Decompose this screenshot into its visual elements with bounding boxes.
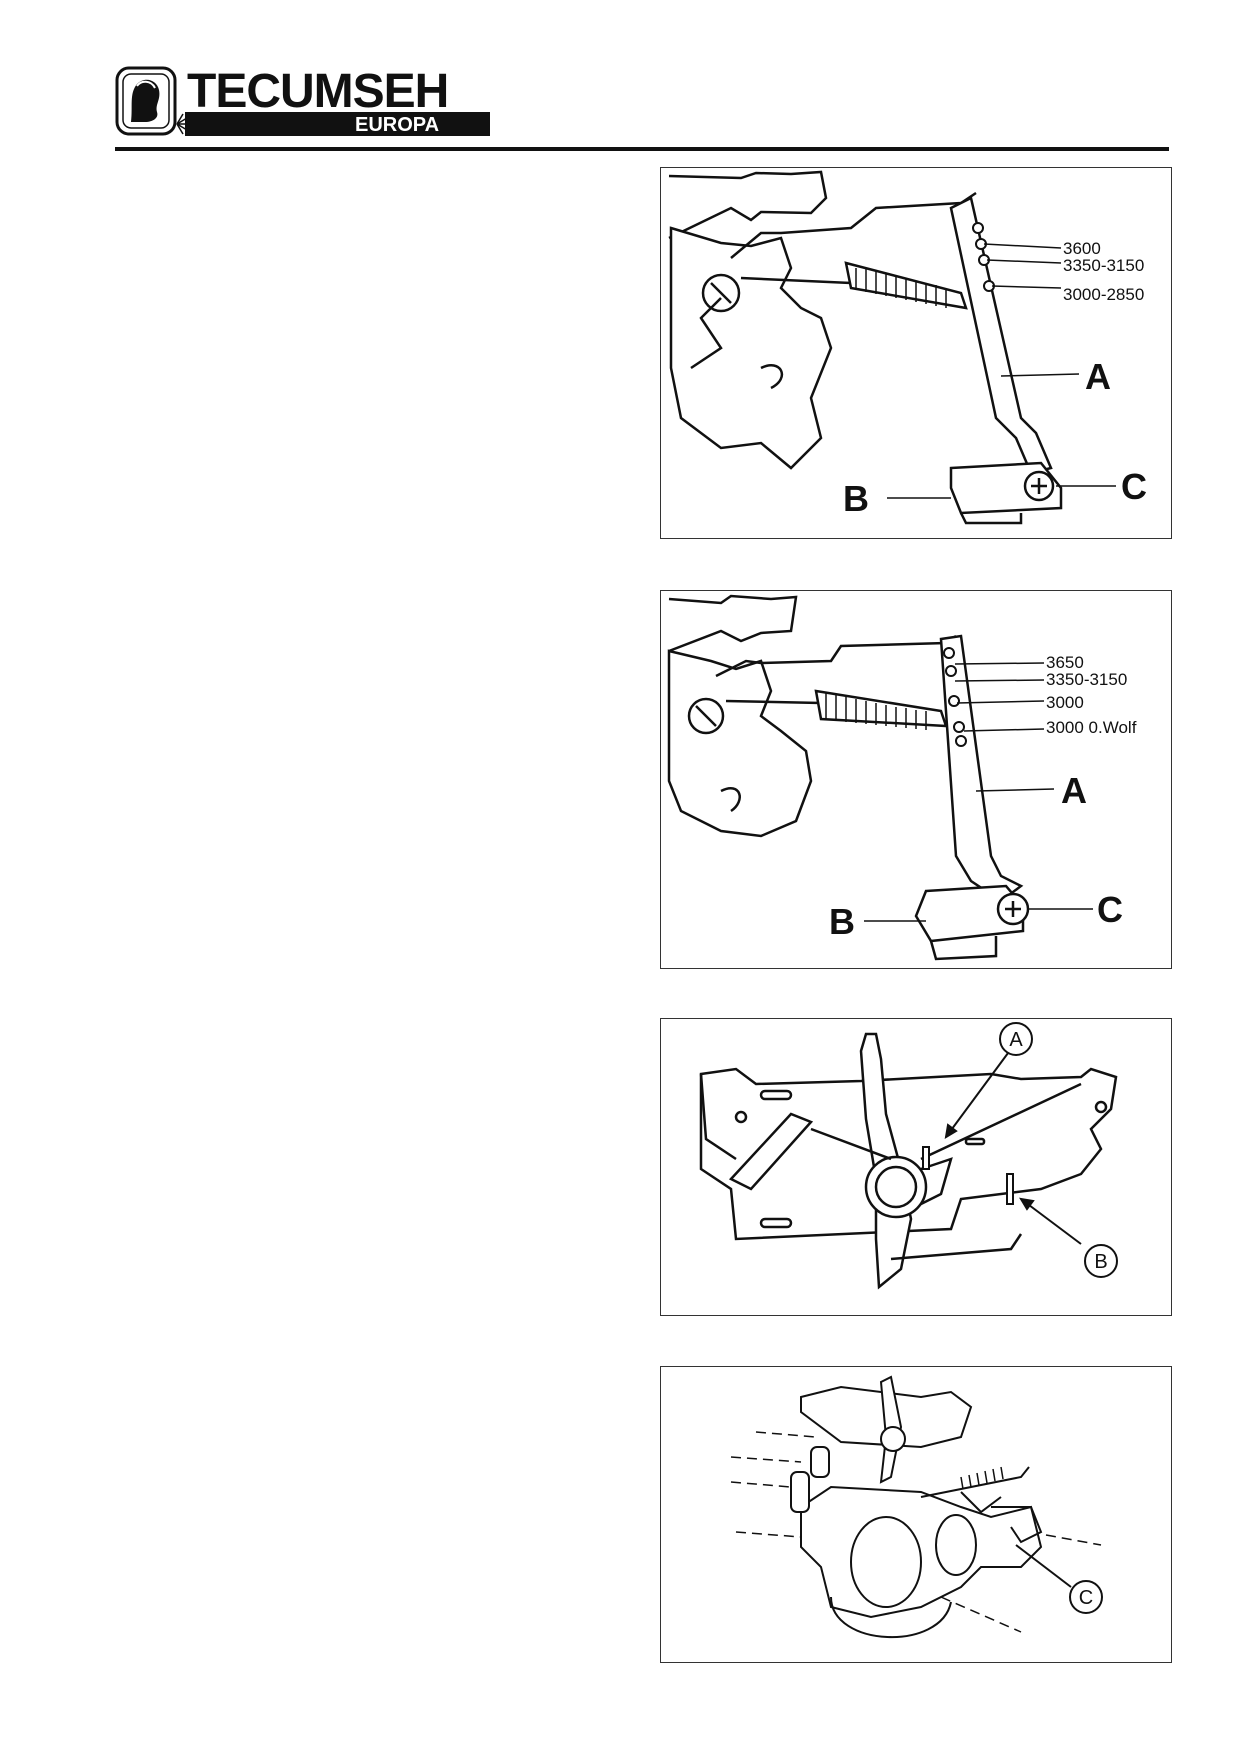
label-c: C [1121, 466, 1147, 507]
label-c: C [1097, 889, 1123, 930]
label-b: B [843, 478, 869, 519]
speed-label-3: 3000 [1046, 693, 1084, 712]
brand-sub-text: EUROPA [355, 114, 439, 136]
tecumseh-europa-logo: TECUMSEH EUROPA [115, 65, 490, 138]
speed-label-1: 3650 [1046, 653, 1084, 672]
figure-carburetor-assembly: C [660, 1366, 1172, 1663]
label-b: B [829, 901, 855, 942]
speed-label-2: 3350-3150 [1063, 256, 1144, 275]
figure-governor-plate: A B [660, 1018, 1172, 1316]
header-rule [115, 147, 1169, 151]
label-a: A [1061, 770, 1087, 811]
figure-governor-linkage-1: 3600 3350-3150 3000-2850 A B C [660, 167, 1172, 539]
speed-label-3: 3000-2850 [1063, 285, 1144, 304]
speed-label-2: 3350-3150 [1046, 670, 1127, 689]
callout-b: B [1094, 1251, 1107, 1273]
callout-a: A [1009, 1029, 1023, 1051]
label-a: A [1085, 356, 1111, 397]
callout-c: C [1079, 1587, 1093, 1609]
brand-text: TECUMSEH [187, 66, 448, 118]
speed-label-4: 3000 0.Wolf [1046, 718, 1137, 737]
figure-governor-linkage-2: 3650 3350-3150 3000 3000 0.Wolf A B C [660, 590, 1172, 969]
speed-label-1: 3600 [1063, 239, 1101, 258]
